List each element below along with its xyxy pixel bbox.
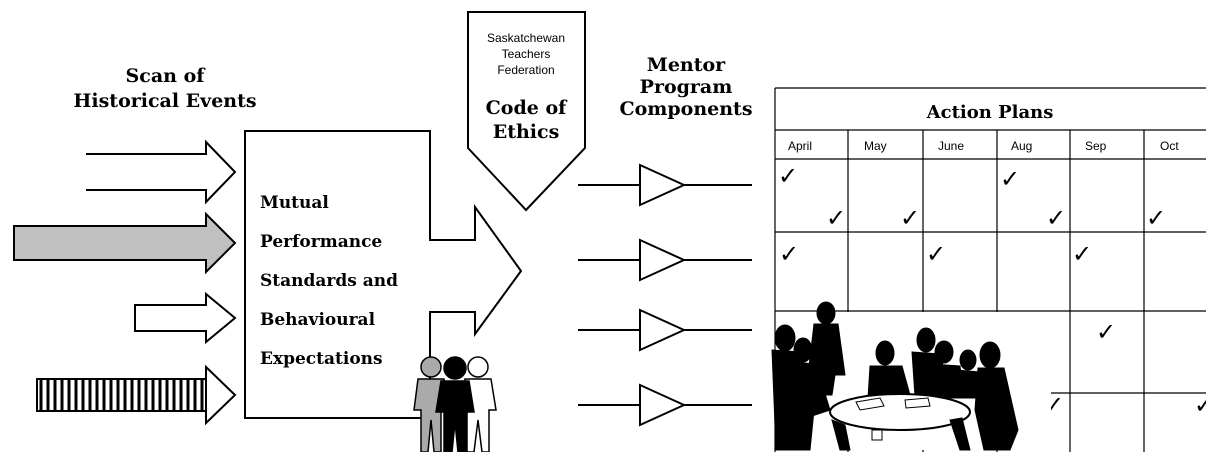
- check-icon: ✓: [779, 241, 799, 268]
- mentor-components: [578, 163, 752, 427]
- month-header-may: May: [864, 139, 887, 153]
- input-arrows: [13, 139, 237, 426]
- standards-line3: Standards and: [260, 271, 399, 291]
- mentor-line2: Program: [639, 76, 733, 98]
- thick-arrow-icon: [134, 291, 237, 345]
- stf-line1: Saskatchewan: [486, 31, 566, 45]
- stf-label: Saskatchewan Teachers Federation: [468, 30, 584, 78]
- code-of-ethics-title: Code of Ethics: [468, 96, 584, 144]
- check-icon: ✓: [1096, 319, 1116, 346]
- scan-title-line2: Historical Events: [73, 90, 257, 112]
- mentor-line1: Mentor: [646, 54, 726, 76]
- triangle-icon: [639, 238, 687, 282]
- standards-line4: Behavioural: [260, 310, 376, 330]
- code-of-ethics-shape: [467, 11, 586, 212]
- check-icon: ✓: [926, 241, 946, 268]
- meeting-silhouette-icon: [771, 301, 1051, 451]
- check-icon: ✓: [1000, 166, 1020, 193]
- month-header-oct: Oct: [1160, 139, 1179, 153]
- coe-line1: Code of: [485, 97, 567, 119]
- stf-line2: Teachers: [501, 47, 551, 61]
- scan-title-line1: Scan of: [125, 65, 205, 87]
- triangle-icon: [639, 308, 687, 352]
- check-icon: ✓: [1072, 241, 1092, 268]
- standards-line5: Expectations: [260, 349, 383, 369]
- month-header-april: April: [788, 139, 812, 153]
- month-header-aug: Aug: [1011, 139, 1032, 153]
- people-group-icon: [413, 356, 497, 453]
- action-plans-title: Action Plans: [926, 102, 1054, 123]
- stf-line3: Federation: [497, 63, 555, 77]
- triangle-icon: [639, 163, 687, 207]
- action-plans-heading: Action Plans: [926, 102, 1054, 123]
- mutual-standards-box: [244, 130, 523, 419]
- component-line-3: [578, 308, 752, 352]
- coe-line2: Ethics: [492, 121, 560, 143]
- check-icon: ✓: [900, 205, 920, 232]
- check-icon: ✓: [826, 205, 846, 232]
- component-line-2: [578, 238, 752, 282]
- standards-line1: Mutual: [260, 193, 329, 213]
- month-header-sep: Sep: [1085, 139, 1107, 153]
- month-headers: April May June Aug Sep Oct: [788, 139, 1179, 153]
- check-icon: ✓: [1146, 205, 1166, 232]
- standards-line2: Performance: [260, 232, 383, 252]
- gray-arrow-icon: [13, 211, 237, 275]
- mentor-program-components-title: Mentor Program Components: [606, 54, 766, 120]
- mentor-line3: Components: [619, 98, 753, 120]
- triangle-icon: [639, 383, 687, 427]
- action-plans-grid: [774, 87, 1206, 452]
- month-header-june: June: [938, 139, 964, 153]
- mutual-standards-text: Mutual Performance Standards and Behavio…: [260, 184, 430, 379]
- thick-arrow-icon: [86, 139, 237, 205]
- component-line-4: [578, 383, 752, 427]
- scan-historical-events-title: Scan of Historical Events: [60, 64, 270, 114]
- component-line-1: [578, 163, 752, 207]
- striped-arrow-icon: [36, 364, 237, 426]
- check-icon: ✓: [1194, 392, 1206, 419]
- check-icon: ✓: [778, 163, 798, 190]
- check-icon: ✓: [1046, 205, 1066, 232]
